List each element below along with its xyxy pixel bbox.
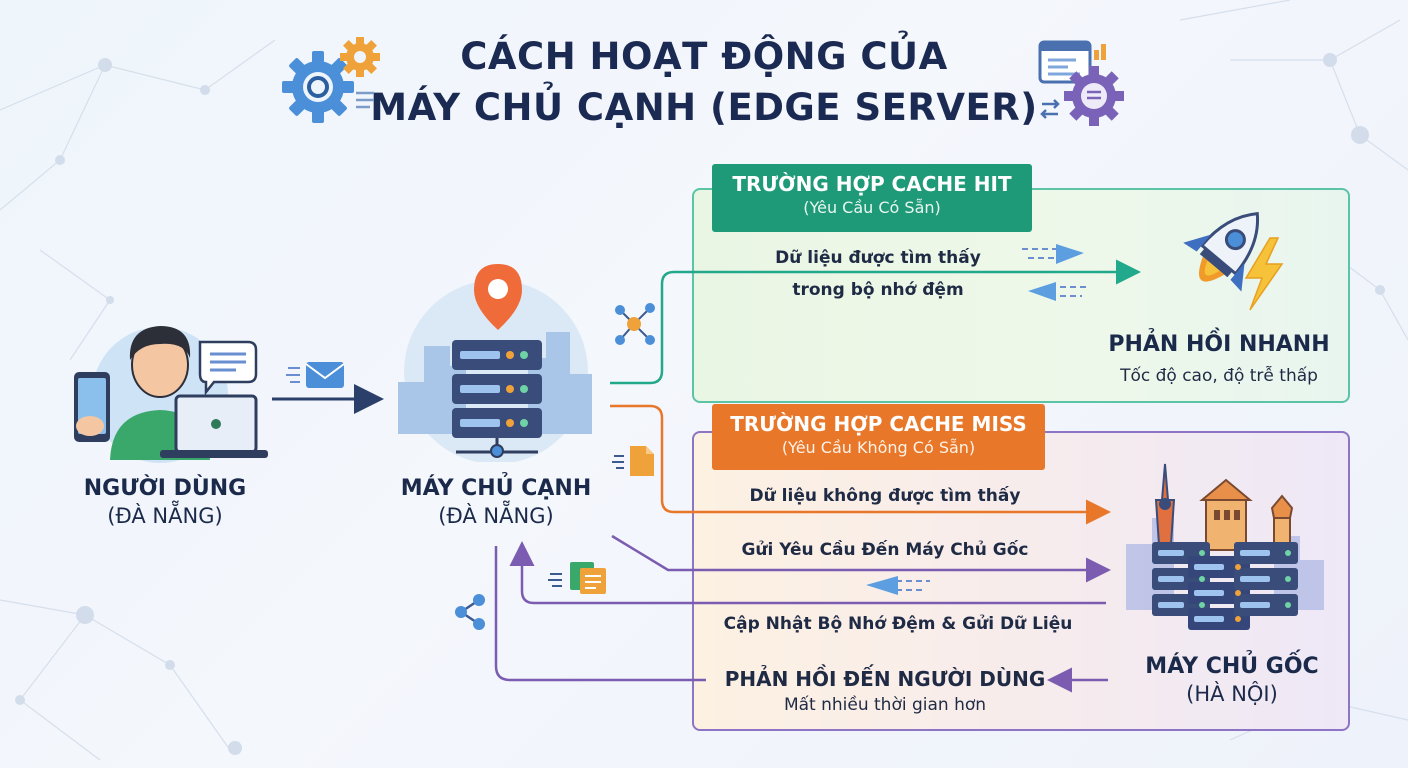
server-icon	[398, 264, 592, 462]
hit-motion-arrows	[1022, 244, 1088, 301]
request-origin-line	[611, 534, 1111, 583]
cache-hit-badge: TRƯỜNG HỢP CACHE HIT (Yêu Cầu Có Sẵn)	[712, 164, 1032, 232]
document-icon	[548, 562, 606, 594]
network-icon	[455, 594, 485, 630]
edge-label: MÁY CHỦ CẠNH	[400, 476, 592, 501]
origin-label: MÁY CHỦ GỐC	[1145, 654, 1319, 679]
chat-bubble-icon	[198, 340, 258, 396]
response-to-user-title: PHẢN HỒI ĐẾN NGƯỜI DÙNG	[724, 667, 1046, 691]
user-icon	[74, 326, 268, 463]
cache-hit-title: TRƯỜNG HỢP CACHE HIT	[732, 172, 1012, 196]
document-icon	[612, 446, 654, 476]
title-line-2: MÁY CHỦ CẠNH (EDGE SERVER)	[370, 86, 1038, 129]
cache-miss-subtitle: (Yêu Cầu Không Có Sẵn)	[781, 438, 976, 457]
cache-miss-title: TRƯỜNG HỢP CACHE MISS	[730, 412, 1027, 436]
update-cache-line	[509, 541, 1106, 605]
response-to-user-sub: Mất nhiều thời gian hơn	[783, 695, 987, 715]
fast-response-title: PHẢN HỒI NHANH	[1108, 332, 1330, 357]
cache-hit-line	[610, 259, 1141, 385]
lightning-icon	[1244, 237, 1284, 311]
cache-miss-badge: TRƯỜNG HỢP CACHE MISS (Yêu Cầu Không Có …	[712, 404, 1045, 470]
location-pin-icon	[474, 264, 522, 330]
rocket-icon	[1183, 211, 1284, 311]
miss-step-1: Dữ liệu không được tìm thấy	[749, 486, 1021, 506]
gears-icon	[282, 37, 380, 123]
title-line-1: CÁCH HOẠT ĐỘNG CỦA	[460, 35, 948, 78]
origin-sublabel: (HÀ NỘI)	[1186, 682, 1278, 706]
edge-sublabel: (ĐÀ NẴNG)	[438, 504, 554, 528]
user-label: NGƯỜI DÙNG	[83, 476, 247, 501]
network-icon	[615, 303, 655, 345]
phone-icon	[74, 372, 110, 442]
dashboard-gear-icon	[1038, 40, 1124, 126]
hit-flow-line-2: trong bộ nhớ đệm	[792, 280, 964, 300]
miss-motion-arrow	[866, 576, 930, 595]
city-skyline-icon	[398, 332, 592, 434]
envelope-icon	[286, 362, 345, 388]
user-sublabel: (ĐÀ NẴNG)	[107, 504, 223, 528]
laptop-icon	[160, 394, 268, 458]
miss-step-2: Gửi Yêu Cầu Đến Máy Chủ Gốc	[741, 540, 1029, 560]
cache-miss-line	[610, 404, 1111, 525]
response-user-line	[494, 546, 706, 682]
miss-step-3: Cập Nhật Bộ Nhớ Đệm & Gửi Dữ Liệu	[723, 614, 1073, 634]
origin-server-icon	[1126, 463, 1324, 630]
fast-response-sub: Tốc độ cao, độ trễ thấp	[1120, 366, 1318, 386]
hit-flow-line-1: Dữ liệu được tìm thấy	[775, 248, 981, 268]
cache-hit-subtitle: (Yêu Cầu Có Sẵn)	[803, 198, 941, 217]
